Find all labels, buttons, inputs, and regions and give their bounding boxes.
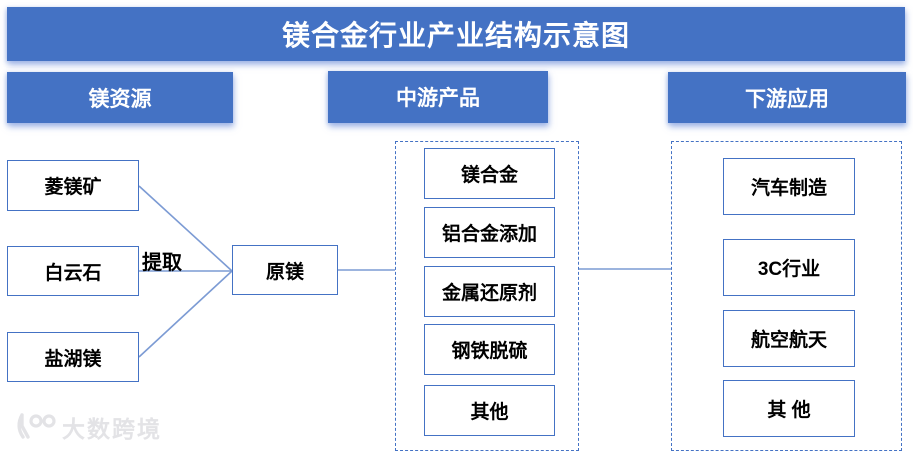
- midstream-group: 镁合金 铝合金添加 金属还原剂 钢铁脱硫 其他: [395, 141, 579, 451]
- midstream-node-desulfurization: 钢铁脱硫: [424, 324, 555, 375]
- column-header-midstream: 中游产品: [328, 71, 548, 123]
- primary-magnesium-node: 原镁: [232, 245, 338, 295]
- midstream-node-al-additive: 铝合金添加: [424, 207, 555, 258]
- watermark: 大数跨境: [12, 410, 162, 444]
- column-header-downstream: 下游应用: [668, 72, 906, 123]
- watermark-text: 大数跨境: [62, 416, 162, 442]
- resource-node-magnesite: 菱镁矿: [7, 160, 139, 211]
- downstream-node-other: 其 他: [723, 380, 855, 437]
- downstream-node-3c: 3C行业: [723, 239, 855, 296]
- extract-label: 提取: [142, 252, 182, 274]
- midstream-node-other: 其他: [424, 385, 555, 436]
- diagram-title: 镁合金行业产业结构示意图: [7, 7, 905, 61]
- midstream-node-reducing-agent: 金属还原剂: [424, 266, 555, 317]
- downstream-group: 汽车制造 3C行业 航空航天 其 他: [671, 141, 902, 451]
- resource-node-dolomite: 白云石: [7, 246, 139, 296]
- column-header-resources: 镁资源: [7, 72, 233, 123]
- midstream-node-mg-alloy: 镁合金: [424, 148, 555, 199]
- resource-node-salt-lake: 盐湖镁: [7, 332, 139, 382]
- dashu-100-logo-icon: [17, 413, 56, 439]
- downstream-node-automotive: 汽车制造: [723, 158, 855, 215]
- downstream-node-aerospace: 航空航天: [723, 310, 855, 367]
